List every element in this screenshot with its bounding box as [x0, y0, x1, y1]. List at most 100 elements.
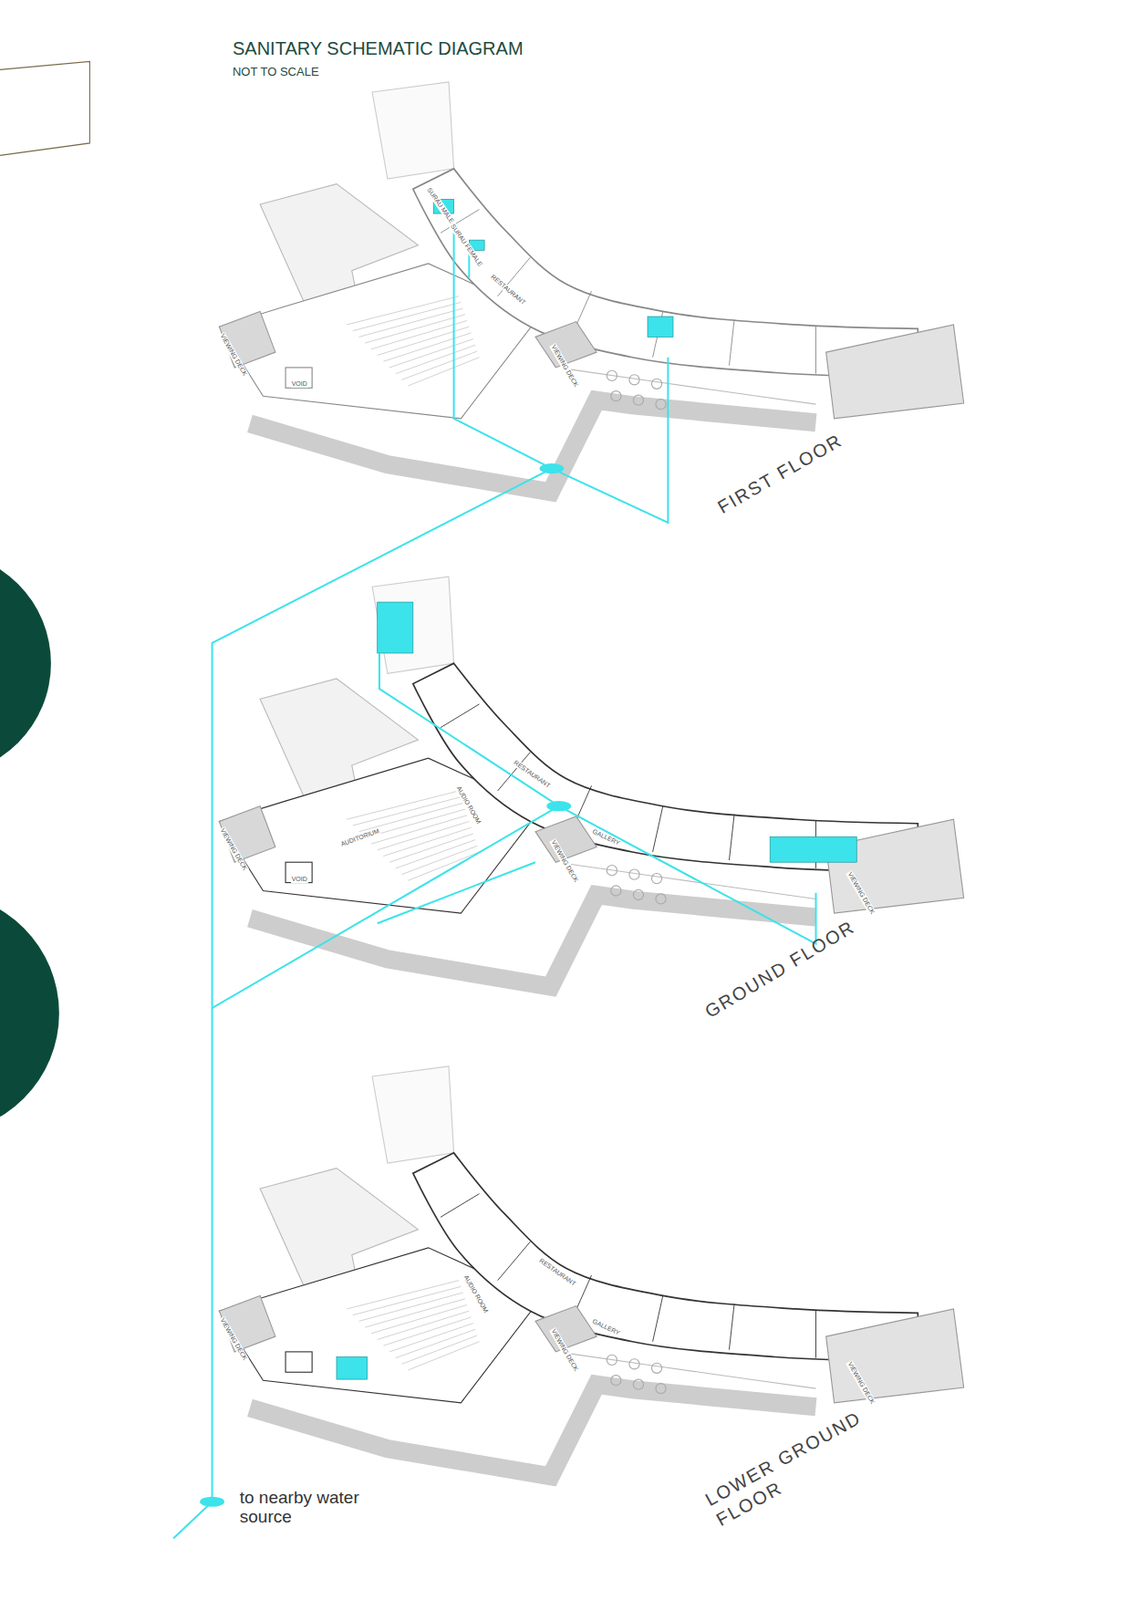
partition — [440, 704, 479, 728]
table-symbol — [606, 865, 617, 876]
toilet-block — [647, 316, 674, 337]
partition — [728, 1303, 735, 1349]
void-box — [285, 861, 312, 882]
pipe-junction — [539, 463, 564, 474]
toilet-block — [336, 1356, 368, 1380]
seat-row — [395, 1328, 476, 1358]
partition — [728, 319, 735, 365]
label-wrap: VOID — [290, 868, 309, 885]
table-symbol — [655, 1383, 666, 1394]
sanitary-pipe — [379, 653, 560, 807]
partition — [815, 325, 817, 374]
void-box — [285, 367, 312, 388]
table-symbol — [606, 370, 617, 381]
label-wrap: NOT TO SCALE — [232, 62, 320, 80]
table-symbol — [651, 873, 662, 884]
table-symbol — [611, 1375, 622, 1386]
label-wrap: FIRST FLOOR — [714, 429, 847, 519]
seat-row — [346, 296, 459, 325]
decor-circle — [0, 892, 60, 1134]
room-label: VOID — [290, 380, 309, 388]
table-symbol — [655, 399, 666, 410]
seat-row — [383, 827, 471, 856]
viewing-deck — [535, 816, 597, 862]
sanitary-pipe — [212, 468, 552, 1503]
table-symbol — [629, 869, 640, 880]
curved-wing — [413, 168, 918, 378]
seat-row — [407, 851, 479, 881]
toilet-block — [769, 836, 857, 862]
table-symbol — [651, 1362, 662, 1373]
seat-row — [377, 326, 470, 355]
seat-row — [364, 314, 466, 343]
terrace-band — [249, 894, 817, 987]
seat-row — [364, 1298, 466, 1328]
seat-row — [383, 1317, 471, 1346]
viewing-deck — [826, 1308, 965, 1403]
seat-row — [371, 320, 467, 349]
top-wing — [372, 576, 454, 674]
floor-label: LOWER GROUND FLOOR — [701, 1402, 883, 1532]
corner-outline — [0, 61, 90, 156]
table-symbol — [629, 1359, 640, 1370]
seat-row — [352, 797, 462, 826]
pipe-junction — [199, 1496, 225, 1507]
scale-note: NOT TO SCALE — [232, 65, 320, 80]
table-symbol — [632, 394, 644, 405]
seat-row — [359, 802, 464, 831]
seat-row — [402, 351, 478, 380]
table-symbol — [632, 1379, 644, 1390]
table-symbol — [629, 374, 640, 385]
seat-row — [352, 301, 462, 331]
partition — [498, 1241, 531, 1280]
toilet-block — [377, 601, 414, 654]
seat-row — [389, 1323, 474, 1352]
table-symbol — [632, 889, 644, 900]
label-wrap: GROUND FLOOR — [701, 916, 859, 1023]
seat-row — [383, 332, 471, 362]
seat-row — [377, 1310, 470, 1339]
title-wrap: SANITARY SCHEMATIC DIAGRAM — [232, 38, 524, 60]
partition — [440, 1193, 479, 1218]
label-wrap: VOID — [290, 373, 309, 390]
seat-row — [371, 815, 467, 844]
table-symbol — [651, 378, 662, 389]
seat-row — [352, 1286, 462, 1315]
top-wing — [372, 1066, 454, 1163]
seat-row — [371, 1304, 467, 1333]
partition — [728, 814, 735, 861]
table-symbol — [611, 885, 622, 896]
seat-row — [359, 1292, 464, 1321]
seat-row — [346, 790, 459, 820]
sanitary-pipe — [212, 806, 560, 1008]
viewing-deck — [826, 324, 965, 419]
partition — [653, 806, 664, 852]
void-box — [285, 1351, 312, 1372]
seat-row — [402, 1335, 478, 1364]
seat-row — [407, 357, 479, 386]
label-wrap: LOWER GROUND FLOOR — [701, 1402, 883, 1532]
seat-row — [389, 833, 474, 862]
table-symbol — [655, 893, 666, 904]
top-wing — [372, 82, 454, 179]
seat-row — [359, 308, 464, 337]
table-symbol — [606, 1354, 617, 1365]
sanitary-pipe — [559, 806, 817, 945]
table-symbol — [611, 391, 622, 402]
label-wrap: to nearby water source — [239, 1488, 368, 1527]
curved-wing — [413, 1152, 918, 1362]
room-line — [570, 863, 816, 899]
title: SANITARY SCHEMATIC DIAGRAM — [232, 38, 524, 60]
floor-plan — [218, 82, 964, 492]
floor-label: GROUND FLOOR — [701, 916, 859, 1023]
partition — [815, 1309, 817, 1359]
outlet-note: to nearby water source — [239, 1488, 368, 1527]
pipe-junction — [546, 800, 571, 811]
seat-row — [407, 1341, 479, 1370]
seat-row — [389, 339, 474, 368]
seat-row — [395, 840, 476, 869]
floor-label: FIRST FLOOR — [714, 429, 847, 519]
decor-circle — [0, 550, 52, 776]
partition — [653, 1295, 664, 1341]
